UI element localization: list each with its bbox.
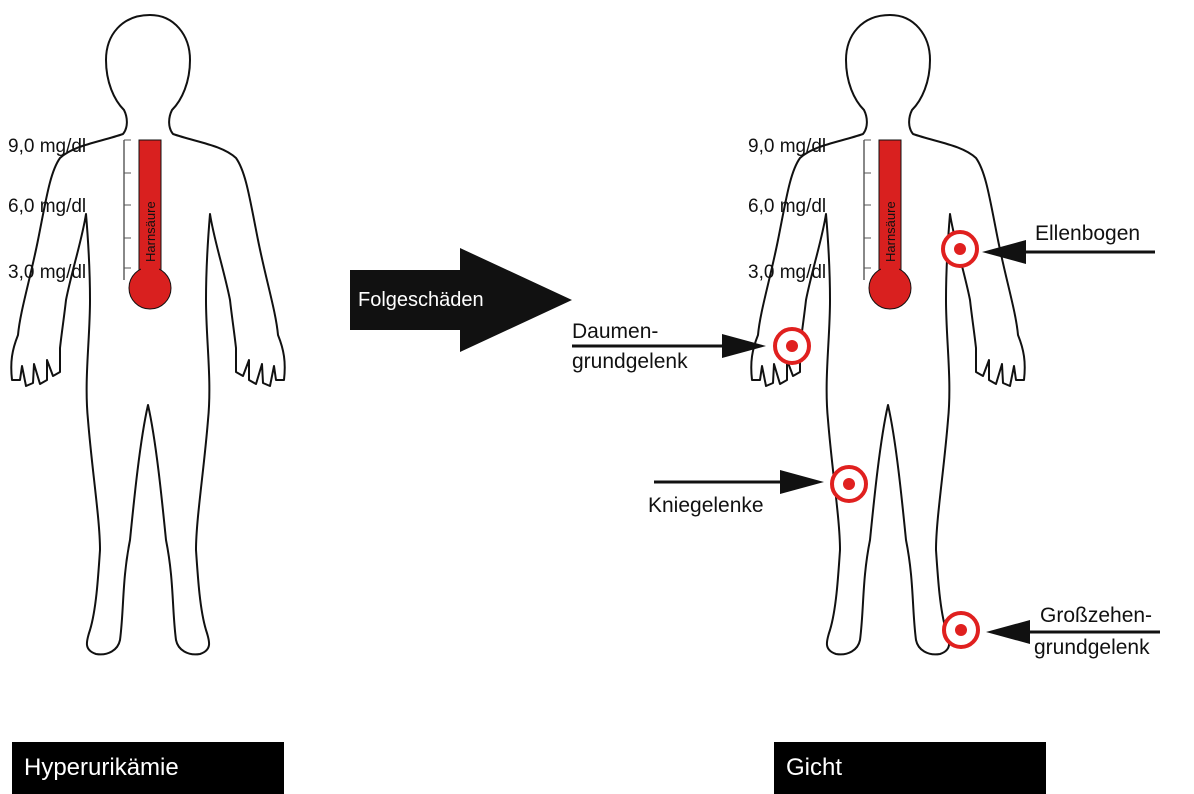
left-body-outline [11, 15, 285, 654]
thumb-target-dot [786, 340, 798, 352]
knee-arrow-head [780, 470, 824, 494]
elbow-site: Ellenbogen [943, 222, 1155, 266]
right-scale-label-3: 3,0 mg/dl [748, 262, 826, 283]
left-scale-label-9: 9,0 mg/dl [8, 136, 86, 157]
left-caption: Hyperurikämie [12, 742, 284, 794]
elbow-label: Ellenbogen [1035, 222, 1140, 245]
thumb-arrow-head [722, 334, 766, 358]
right-caption: Gicht [774, 742, 1046, 794]
big-arrow-label: Folgeschäden [358, 289, 484, 311]
knee-site: Kniegelenke [648, 467, 866, 517]
right-thermometer: Harnsäure [864, 140, 911, 309]
left-scale-label-6: 6,0 mg/dl [8, 196, 86, 217]
toe-label-line2: grundgelenk [1034, 636, 1150, 659]
thumb-label-line2: grundgelenk [572, 350, 688, 373]
toe-target-dot [955, 624, 967, 636]
right-scale-label-9: 9,0 mg/dl [748, 136, 826, 157]
left-thermometer: Harnsäure [124, 140, 171, 309]
left-scale-label-3: 3,0 mg/dl [8, 262, 86, 283]
elbow-arrow-head [982, 240, 1026, 264]
toe-label-line1: Großzehen- [1040, 604, 1152, 627]
thumb-label-line1: Daumen- [572, 320, 658, 343]
folgeschaeden-arrow: Folgeschäden [350, 248, 572, 352]
big-toe-site: Großzehen- grundgelenk [944, 604, 1160, 659]
left-body-figure [11, 15, 285, 654]
elbow-target-dot [954, 243, 966, 255]
knee-target-dot [843, 478, 855, 490]
knee-label: Kniegelenke [648, 494, 764, 517]
toe-arrow-head [986, 620, 1030, 644]
left-thermometer-label: Harnsäure [143, 201, 158, 262]
right-scale-label-6: 6,0 mg/dl [748, 196, 826, 217]
right-thermometer-label: Harnsäure [883, 201, 898, 262]
